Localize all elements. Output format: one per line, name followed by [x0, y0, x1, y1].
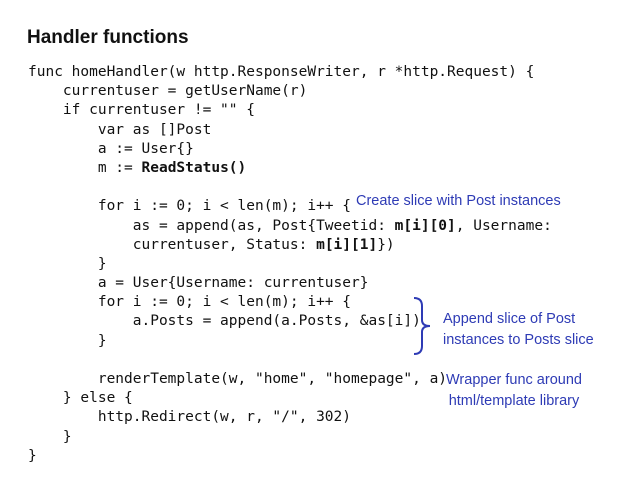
- curly-brace-icon: [413, 297, 431, 355]
- code-line: for i := 0; i < len(m); i++ {: [28, 197, 552, 216]
- code-line: }: [28, 428, 552, 447]
- wrapper-annotation-line2: html/template library: [448, 393, 580, 409]
- code-line: m := ReadStatus(): [28, 159, 552, 178]
- code-token: a.Posts = append(a.Posts, &as[i]): [28, 313, 421, 330]
- code-token-bold: m[i][0]: [394, 217, 456, 234]
- code-line: currentuser, Status: m[i][1]}): [28, 236, 552, 255]
- code-token: }: [28, 447, 37, 464]
- code-token: m :=: [28, 159, 142, 176]
- code-token: , Username:: [455, 217, 552, 234]
- code-line: currentuser = getUserName(r): [28, 82, 552, 101]
- code-line: http.Redirect(w, r, "/", 302): [28, 408, 552, 427]
- code-line: a = User{Username: currentuser}: [28, 274, 552, 293]
- append-annotation: Append slice of Post instances to Posts …: [443, 309, 594, 351]
- code-token-bold: ReadStatus(): [141, 159, 247, 176]
- code-line: renderTemplate(w, "home", "homepage", a): [28, 370, 552, 389]
- code-line: var as []Post: [28, 121, 552, 140]
- code-token: } else {: [28, 390, 133, 407]
- slide-title: Handler functions: [27, 27, 189, 48]
- code-token: a = User{Username: currentuser}: [28, 275, 369, 292]
- code-token: if currentuser != "" {: [28, 102, 255, 119]
- code-line: } else {: [28, 389, 552, 408]
- code-token: currentuser, Status:: [28, 236, 317, 253]
- wrapper-annotation-line1: Wrapper func around: [446, 372, 582, 388]
- code-token: for i := 0; i < len(m); i++ {: [28, 294, 352, 311]
- code-token: var as []Post: [28, 121, 212, 138]
- code-line: a := User{}: [28, 140, 552, 159]
- code-line: func homeHandler(w http.ResponseWriter, …: [28, 63, 552, 82]
- code-token: func homeHandler(w http.ResponseWriter, …: [28, 64, 535, 80]
- code-line: a.Posts = append(a.Posts, &as[i]): [28, 312, 552, 331]
- code-token: http.Redirect(w, r, "/", 302): [28, 409, 352, 426]
- code-line: for i := 0; i < len(m); i++ {: [28, 293, 552, 312]
- code-block: func homeHandler(w http.ResponseWriter, …: [28, 63, 552, 466]
- code-token: currentuser = getUserName(r): [28, 83, 308, 100]
- append-annotation-line2: instances to Posts slice: [443, 332, 594, 348]
- code-token: for i := 0; i < len(m); i++ {: [28, 198, 352, 215]
- code-line: }: [28, 447, 552, 466]
- code-token: }: [28, 428, 72, 445]
- slice-annotation: Create slice with Post instances: [356, 191, 561, 212]
- code-line: if currentuser != "" {: [28, 101, 552, 120]
- wrapper-annotation: Wrapper func around html/template librar…: [446, 370, 582, 412]
- code-line: }: [28, 255, 552, 274]
- code-token: renderTemplate(w, "home", "homepage", a): [28, 371, 448, 387]
- code-token: }): [377, 236, 395, 253]
- code-line: as = append(as, Post{Tweetid: m[i][0], U…: [28, 217, 552, 236]
- code-token-bold: m[i][1]: [316, 236, 378, 253]
- code-token: as = append(as, Post{Tweetid:: [28, 217, 395, 234]
- code-line: }: [28, 332, 552, 351]
- code-token: }: [28, 332, 107, 349]
- append-annotation-line1: Append slice of Post: [443, 311, 576, 327]
- code-token: }: [28, 255, 107, 272]
- code-token: a := User{}: [28, 140, 194, 157]
- code-line: [28, 351, 552, 370]
